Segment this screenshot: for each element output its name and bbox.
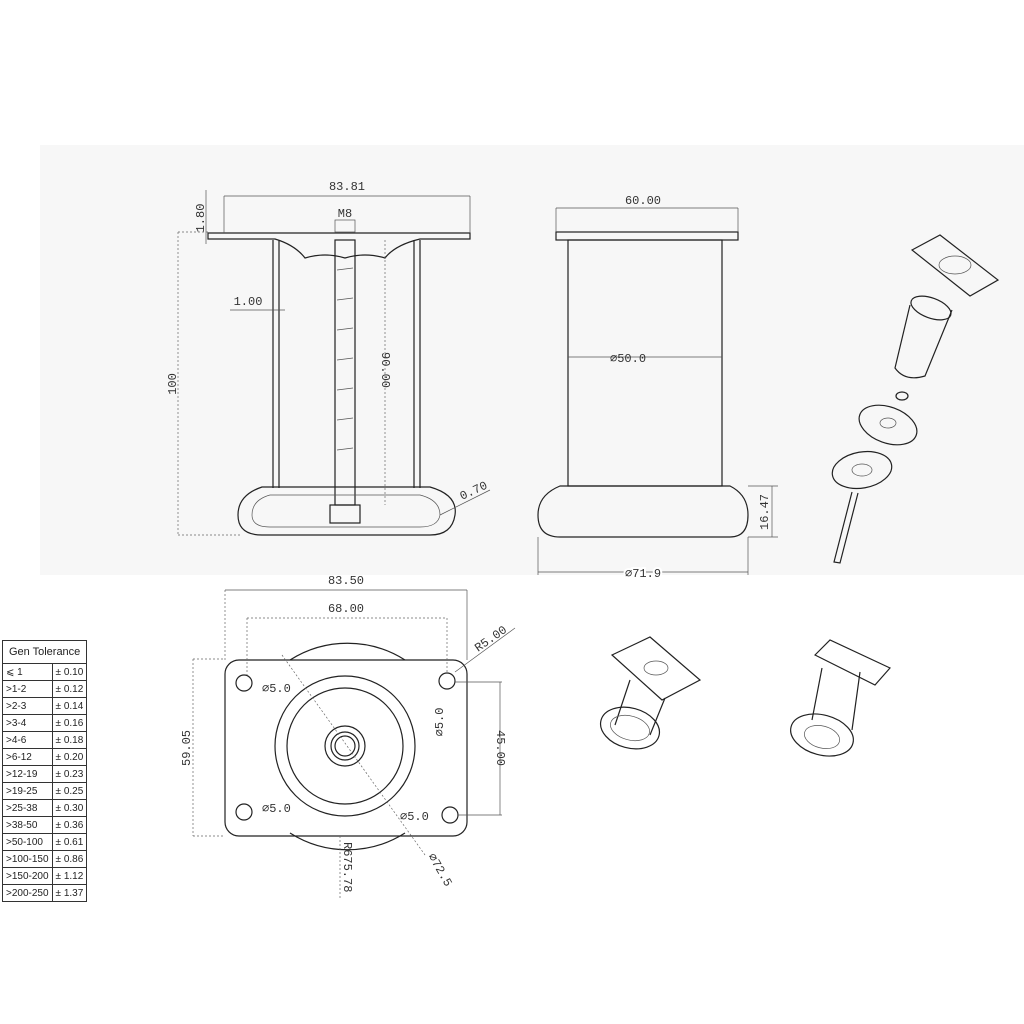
tolerance-value: ± 1.12 — [51, 867, 88, 885]
dim-thread: M8 — [338, 207, 352, 221]
dim-wall: 1.00 — [234, 295, 263, 309]
tolerance-value: ± 0.18 — [51, 731, 88, 749]
dim-corner-radius: R5.00 — [472, 623, 510, 655]
size-range: >4-6 — [2, 731, 53, 749]
table-row: >200-250± 1.37 — [2, 884, 88, 902]
size-range: >38-50 — [2, 816, 53, 834]
dim-base-diameter: ⌀72.5 — [425, 851, 455, 889]
table-row: >19-25± 0.25 — [2, 782, 88, 800]
bottom-view: 83.50 68.00 R5.00 59.05 45.00 ⌀5.0 ⌀5.0 … — [180, 574, 516, 900]
table-row: >50-100± 0.61 — [2, 833, 88, 851]
size-range: >150-200 — [2, 867, 53, 885]
table-row: >4-6± 0.18 — [2, 731, 88, 749]
dim-hole-dia-2: ⌀5.0 — [433, 708, 447, 737]
dim-base-diameter: ⌀71.9 — [625, 567, 661, 581]
size-range: >12-19 — [2, 765, 53, 783]
table-row: >1-2± 0.12 — [2, 680, 88, 698]
tolerance-value: ± 0.25 — [51, 782, 88, 800]
dim-hole-spacing-x: 68.00 — [328, 602, 364, 616]
dim-plate-thickness: 1.80 — [194, 204, 208, 233]
dim-hole-dia-3: ⌀5.0 — [262, 802, 291, 816]
size-range: >1-2 — [2, 680, 53, 698]
tolerance-value: ± 0.12 — [51, 680, 88, 698]
dim-hole-dia-4: ⌀5.0 — [400, 810, 429, 824]
dim-plate-width: 83.50 — [328, 574, 364, 588]
dim-hole-dia-1: ⌀5.0 — [262, 682, 291, 696]
tolerance-value: ± 0.61 — [51, 833, 88, 851]
table-row: >150-200± 1.12 — [2, 867, 88, 885]
table-row: >12-19± 0.23 — [2, 765, 88, 783]
table-title: Gen Tolerance — [1, 640, 88, 664]
size-range: >6-12 — [2, 748, 53, 766]
dim-bolt-length: 90.00 — [378, 352, 392, 388]
tolerance-value: ± 0.86 — [51, 850, 88, 868]
table-row: >38-50± 0.36 — [2, 816, 88, 834]
exploded-view — [831, 234, 1000, 564]
size-range: >3-4 — [2, 714, 53, 732]
table-row: >2-3± 0.14 — [2, 697, 88, 715]
table-row: >25-38± 0.30 — [2, 799, 88, 817]
dim-width: 83.81 — [329, 180, 365, 194]
dim-plate-height: 59.05 — [180, 730, 194, 766]
size-range: >100-150 — [2, 850, 53, 868]
dim-height: 100 — [166, 373, 180, 395]
general-tolerance-table: Gen Tolerance ⩽ 1± 0.10>1-2± 0.12>2-3± 0… — [1, 640, 88, 902]
tolerance-value: ± 0.16 — [51, 714, 88, 732]
size-range: >200-250 — [2, 884, 53, 902]
assembled-iso-view-2 — [790, 639, 891, 757]
size-range: >50-100 — [2, 833, 53, 851]
side-view: 60.00 ⌀50.0 16.47 ⌀71.9 — [537, 194, 778, 583]
dim-arc-radius: R675.78 — [340, 842, 354, 892]
dim-hole-spacing-y: 45.00 — [493, 730, 507, 766]
tolerance-value: ± 0.36 — [51, 816, 88, 834]
dim-plate-width: 60.00 — [625, 194, 661, 208]
dim-tube-diameter: ⌀50.0 — [610, 352, 646, 366]
tolerance-value: ± 0.14 — [51, 697, 88, 715]
tolerance-value: ± 0.30 — [51, 799, 88, 817]
tolerance-value: ± 0.10 — [51, 663, 88, 681]
tolerance-value: ± 0.23 — [51, 765, 88, 783]
table-row: >6-12± 0.20 — [2, 748, 88, 766]
size-range: >19-25 — [2, 782, 53, 800]
table-row: >100-150± 0.86 — [2, 850, 88, 868]
size-range: >2-3 — [2, 697, 53, 715]
table-row: ⩽ 1± 0.10 — [2, 663, 88, 681]
scan-band — [40, 145, 1024, 575]
size-range: ⩽ 1 — [2, 663, 53, 681]
dim-base-height: 16.47 — [758, 494, 772, 530]
table-row: >3-4± 0.16 — [2, 714, 88, 732]
size-range: >25-38 — [2, 799, 53, 817]
tolerance-value: ± 1.37 — [51, 884, 88, 902]
assembled-iso-view-1 — [599, 636, 702, 750]
tolerance-value: ± 0.20 — [51, 748, 88, 766]
